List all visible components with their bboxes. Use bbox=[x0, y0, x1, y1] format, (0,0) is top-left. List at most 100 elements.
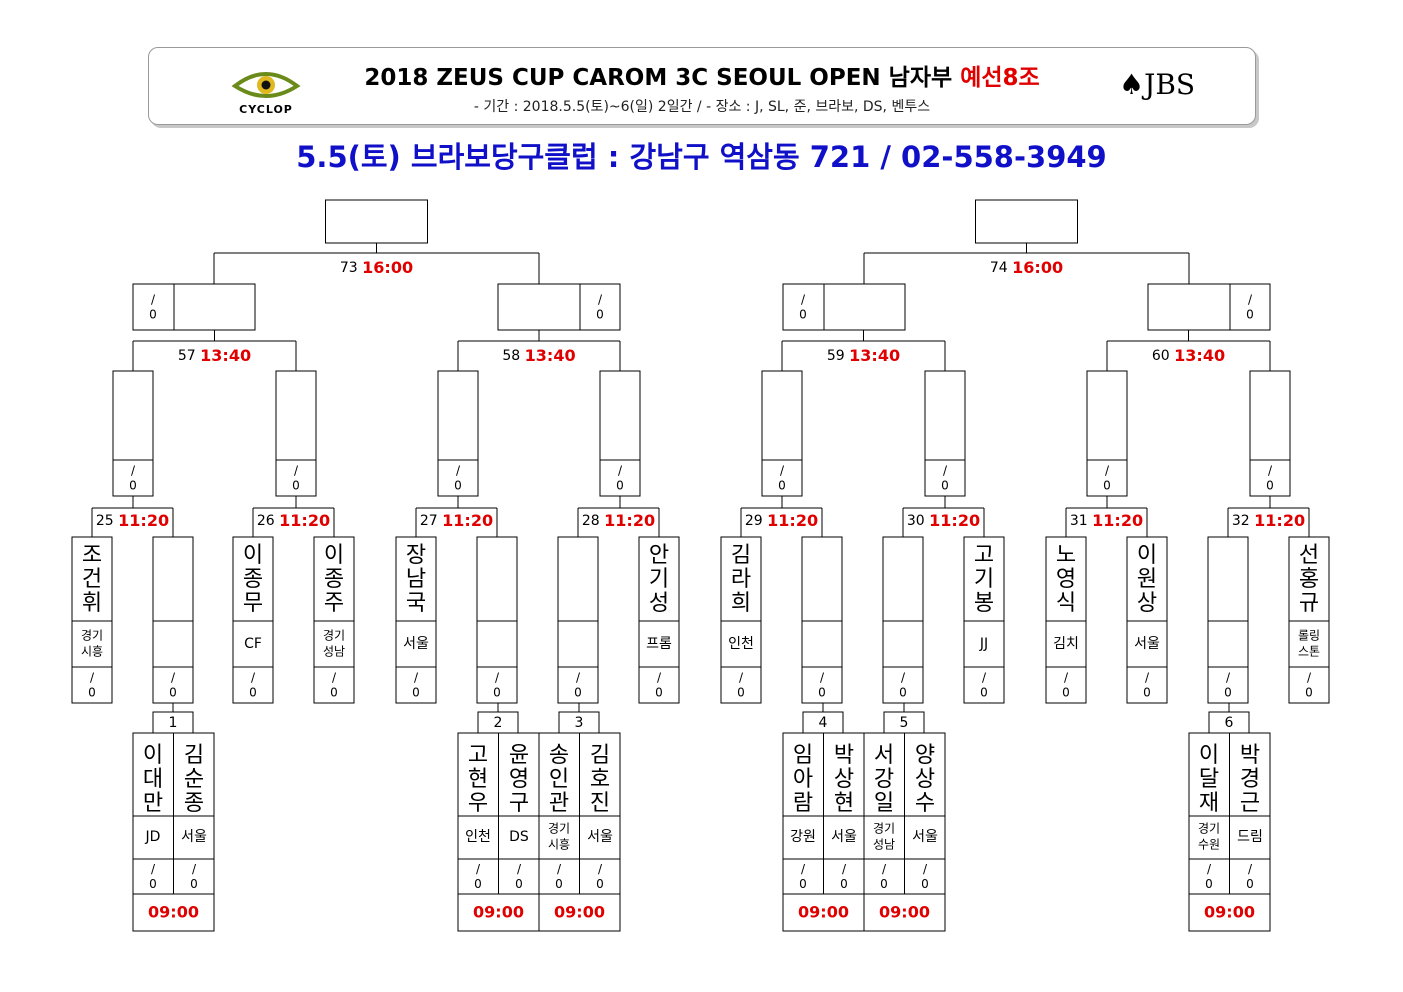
player-name-char: 희 bbox=[731, 591, 751, 616]
player-slot bbox=[557, 536, 599, 704]
score-text: 0 bbox=[292, 479, 300, 493]
title-group: 예선8조 bbox=[960, 65, 1040, 91]
spade-icon: ♠ bbox=[1119, 68, 1145, 101]
player-name-char: 만 bbox=[143, 791, 163, 816]
match-number: 4 bbox=[819, 715, 828, 731]
score-text: 0 bbox=[88, 686, 96, 700]
score-text: / bbox=[801, 293, 806, 307]
score-text: / bbox=[598, 293, 603, 307]
score-text: 0 bbox=[1103, 479, 1111, 493]
player-name-char: 김 bbox=[590, 743, 610, 768]
player-name-char: 종 bbox=[243, 567, 263, 592]
jbs-logo: ♠JBS bbox=[1119, 68, 1195, 101]
match-time: 13:40 bbox=[1174, 346, 1225, 365]
score-text: 0 bbox=[555, 877, 563, 891]
match-number: 57 bbox=[178, 348, 200, 364]
player-region: CF bbox=[244, 636, 262, 652]
match-time: 09:00 bbox=[554, 903, 605, 922]
score-text: / bbox=[517, 862, 522, 876]
match-label: 32 11:20 bbox=[1232, 511, 1305, 530]
player-name-char: 영 bbox=[1056, 567, 1076, 592]
page-title: 2018 ZEUS CUP CAROM 3C SEOUL OPEN 남자부 예선… bbox=[149, 58, 1255, 92]
player-name-char: 순 bbox=[184, 767, 204, 792]
player-name-char: 종 bbox=[184, 791, 204, 816]
score-text: 0 bbox=[474, 877, 482, 891]
score-text: 0 bbox=[840, 877, 848, 891]
match-label: 74 16:00 bbox=[990, 258, 1063, 277]
player-name-char: 박 bbox=[834, 743, 854, 768]
score-text: / bbox=[1248, 862, 1253, 876]
score-text: 0 bbox=[616, 479, 624, 493]
score-text: / bbox=[780, 464, 785, 478]
match-label: 26 11:20 bbox=[257, 511, 330, 530]
match-label: 28 11:20 bbox=[582, 511, 655, 530]
match-time: 11:20 bbox=[604, 511, 655, 530]
player-name-char: 선 bbox=[1299, 543, 1319, 568]
player-name-char: 관 bbox=[549, 791, 569, 816]
match-number: 74 bbox=[990, 260, 1012, 276]
player-region: 경기 bbox=[873, 822, 895, 836]
player-name-char: 현 bbox=[834, 791, 854, 816]
match-number: 27 bbox=[420, 513, 442, 529]
score-text: / bbox=[495, 671, 500, 685]
player-region: 드림 bbox=[1237, 829, 1263, 845]
score-text: / bbox=[901, 671, 906, 685]
score-text: 0 bbox=[1246, 308, 1254, 322]
cyclop-logo-text: CYCLOP bbox=[239, 103, 293, 116]
player-name-char: 재 bbox=[1199, 791, 1219, 816]
match-time: 09:00 bbox=[1204, 903, 1255, 922]
score-text: 0 bbox=[1224, 686, 1232, 700]
eye-icon bbox=[231, 72, 301, 98]
match-number: 26 bbox=[257, 513, 279, 529]
player-region: 인천 bbox=[465, 829, 491, 845]
title-main: 2018 ZEUS CUP CAROM 3C SEOUL OPEN 남자부 bbox=[364, 65, 953, 91]
score-text: 0 bbox=[980, 686, 988, 700]
score-text: / bbox=[294, 464, 299, 478]
score-text: 0 bbox=[1246, 877, 1254, 891]
player-region: JD bbox=[145, 829, 161, 845]
player-name-char: 박 bbox=[1240, 743, 1260, 768]
player-name-char: 이 bbox=[1199, 743, 1219, 768]
player-region: 강원 bbox=[790, 829, 816, 845]
player-slot bbox=[232, 536, 274, 704]
player-name-char: 대 bbox=[143, 767, 163, 792]
period-info: - 기간 : 2018.5.5(토)~6(일) 2일간 / - 장소 : J, … bbox=[473, 99, 931, 115]
match-label: 60 13:40 bbox=[1152, 346, 1225, 365]
match-label: 57 13:40 bbox=[178, 346, 251, 365]
score-text: / bbox=[151, 862, 156, 876]
player-name-char: 영 bbox=[509, 767, 529, 792]
match-time: 11:20 bbox=[929, 511, 980, 530]
match-number: 6 bbox=[1225, 715, 1234, 731]
player-name-char: 고 bbox=[468, 743, 488, 768]
match-time: 11:20 bbox=[118, 511, 169, 530]
player-name-char: 기 bbox=[974, 567, 994, 592]
score-text: / bbox=[456, 464, 461, 478]
player-slot bbox=[112, 370, 154, 497]
match-number: 31 bbox=[1070, 513, 1092, 529]
player-region: 서울 bbox=[403, 636, 429, 652]
player-name-char: 달 bbox=[1199, 767, 1219, 792]
player-name-char: 기 bbox=[649, 567, 669, 592]
score-text: 0 bbox=[454, 479, 462, 493]
player-name-char: 상 bbox=[915, 767, 935, 792]
player-region: 시흥 bbox=[81, 645, 103, 659]
score-text: 0 bbox=[737, 686, 745, 700]
score-text: 0 bbox=[899, 686, 907, 700]
player-slot bbox=[395, 536, 437, 704]
player-slot bbox=[1249, 370, 1291, 497]
score-text: / bbox=[131, 464, 136, 478]
player-slot bbox=[782, 283, 906, 331]
score-text: 0 bbox=[778, 479, 786, 493]
score-text: 0 bbox=[818, 686, 826, 700]
match-time: 16:00 bbox=[362, 258, 413, 277]
match-number: 30 bbox=[907, 513, 929, 529]
score-text: / bbox=[90, 671, 95, 685]
match-label: 31 11:20 bbox=[1070, 511, 1143, 530]
player-name-char: 일 bbox=[874, 791, 894, 816]
match-time: 13:40 bbox=[200, 346, 251, 365]
score-text: 0 bbox=[596, 308, 604, 322]
player-name-char: 진 bbox=[590, 791, 610, 816]
match-number: 2 bbox=[494, 715, 503, 731]
match-time: 16:00 bbox=[1012, 258, 1063, 277]
player-name-char: 임 bbox=[793, 743, 813, 768]
